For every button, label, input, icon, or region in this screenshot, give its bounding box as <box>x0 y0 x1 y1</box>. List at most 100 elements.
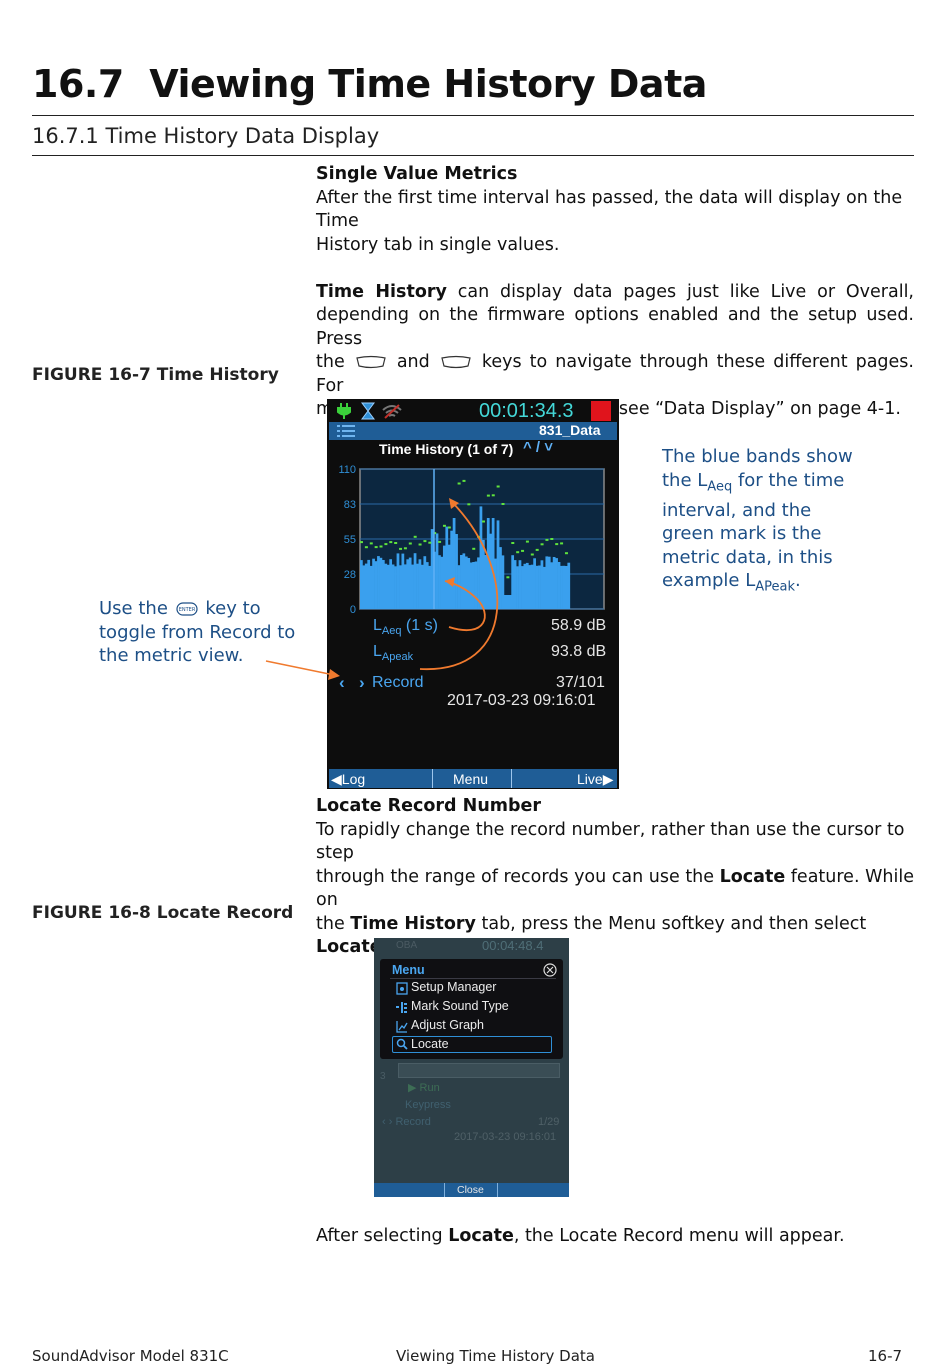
left-softkey-icon <box>356 355 386 369</box>
chart-bar <box>530 564 534 609</box>
chart-bar <box>411 564 414 609</box>
chart-metric-mark <box>496 485 500 488</box>
softkey-menu[interactable]: Menu <box>453 771 489 787</box>
chart-metric-mark <box>486 494 490 497</box>
chart-metric-mark <box>394 542 398 544</box>
chart-bar <box>491 518 495 609</box>
callout-enter-key: Use the ENTER key to toggle from Record … <box>99 598 296 666</box>
chart-bar <box>538 565 541 609</box>
chart-bar <box>386 564 390 609</box>
chart-bar <box>489 533 493 609</box>
metric-laeq-label: LAeq (1 s) <box>373 617 438 638</box>
chart-bar <box>447 544 451 609</box>
chart-bar <box>484 555 488 609</box>
record-label[interactable]: Record <box>372 674 424 691</box>
wifi-icon <box>382 404 402 419</box>
chart-y-tick: 83 <box>344 499 356 511</box>
softkey-live[interactable]: Live▶ <box>577 771 614 787</box>
chart-bar <box>403 564 407 609</box>
section-number: 16.7 <box>32 62 124 106</box>
chart-bar <box>418 559 422 609</box>
after-locate-text: After selecting Locate, the Locate Recor… <box>316 1226 845 1246</box>
page-arrows[interactable]: ^ / ˅ <box>523 439 554 456</box>
metric-laeq-value: 58.9 dB <box>551 617 607 634</box>
elapsed-time: 00:04:48.4 <box>482 938 544 953</box>
file-name: 831_Data <box>539 422 601 438</box>
setup-manager-icon <box>396 982 408 995</box>
chart-bar <box>523 563 527 609</box>
chart-metric-mark <box>501 503 505 505</box>
chart-bar <box>499 547 502 609</box>
softkey-log[interactable]: ◀Log <box>331 771 366 787</box>
chart-bar <box>421 564 424 609</box>
softkey-close[interactable]: Close <box>457 1184 484 1196</box>
chart-bar <box>438 555 441 609</box>
para1-line2: History tab in single values. <box>316 234 560 255</box>
chart-bar <box>374 561 378 609</box>
chart-metric-mark <box>418 543 422 546</box>
chart-bar <box>533 558 536 609</box>
chart-bar <box>442 545 446 609</box>
locate-line3: the Time History tab, press the Menu sof… <box>316 913 867 958</box>
enter-key-icon: ENTER <box>176 602 198 616</box>
menu-item-locate-label: Locate <box>411 1037 449 1051</box>
page-heading: 16.7 Viewing Time History Data <box>32 62 707 106</box>
subheading-rule <box>32 155 914 156</box>
chart-bar <box>501 555 505 609</box>
chart-metric-mark <box>447 526 451 529</box>
menu-item-locate[interactable] <box>392 1036 552 1053</box>
softkey-divider <box>511 769 512 788</box>
chart-bar <box>372 558 375 609</box>
chart-bar <box>469 562 473 609</box>
chart-bar <box>362 565 366 609</box>
record-right-arrow[interactable]: › <box>359 673 365 692</box>
chart-bar <box>477 557 480 609</box>
chart-y-tick: 0 <box>350 604 356 616</box>
chart-bar <box>379 557 383 609</box>
right-softkey-icon <box>441 355 471 369</box>
power-plug-icon <box>337 403 351 419</box>
metric-lapeak-value: 93.8 dB <box>551 643 607 660</box>
chart-metric-mark <box>482 520 485 523</box>
figure-caption-16-7: FIGURE 16-7 Time History <box>32 365 279 385</box>
softkey-bar <box>374 1183 569 1197</box>
close-icon[interactable] <box>543 963 557 977</box>
para1-line1: After the first time interval has passed… <box>316 187 903 232</box>
figure-caption-16-8: FIGURE 16-8 Locate Record <box>32 903 294 923</box>
menu-item-mark-sound-type[interactable]: Mark Sound Type <box>411 999 509 1013</box>
menu-divider <box>390 978 556 979</box>
chart-metric-mark <box>374 546 378 549</box>
locate-line1: To rapidly change the record number, rat… <box>316 819 905 864</box>
chart-metric-mark <box>442 524 446 527</box>
chart-bar <box>516 566 519 609</box>
chart-y-tick: 28 <box>344 569 356 581</box>
chart-bar <box>391 564 395 609</box>
chart-bar <box>401 553 405 609</box>
record-left-arrow[interactable]: ‹ <box>339 673 345 692</box>
meter-label: OBA <box>396 940 418 951</box>
chart-bar <box>413 553 417 609</box>
chart-bar <box>450 530 454 609</box>
locate-record-screen: OBA 00:04:48.4 3 ▶ Run Keypress ‹ › Reco… <box>374 938 569 1197</box>
chart-y-tick: 55 <box>344 534 356 546</box>
menu-list-icon[interactable] <box>337 424 355 438</box>
annotation-arrows <box>419 498 499 670</box>
chart-bar <box>535 565 539 609</box>
menu-item-adjust-graph[interactable]: Adjust Graph <box>411 1018 484 1032</box>
chart-bar <box>406 559 410 609</box>
menu-item-setup-manager[interactable]: Setup Manager <box>411 980 497 994</box>
metric-lapeak-label: LApeak <box>373 643 414 664</box>
chart-bar <box>550 562 554 609</box>
softkey-divider <box>497 1183 498 1197</box>
chart-bar <box>399 565 402 609</box>
locate-line2: through the range of records you can use… <box>316 866 914 911</box>
chart-bar <box>396 553 400 609</box>
chart-metric-mark <box>560 542 564 545</box>
chart-bar <box>503 595 507 609</box>
chart-bar <box>552 557 556 609</box>
chart-bar <box>416 563 419 609</box>
chart-metric-mark <box>511 542 515 544</box>
chart-metric-mark <box>491 494 495 497</box>
